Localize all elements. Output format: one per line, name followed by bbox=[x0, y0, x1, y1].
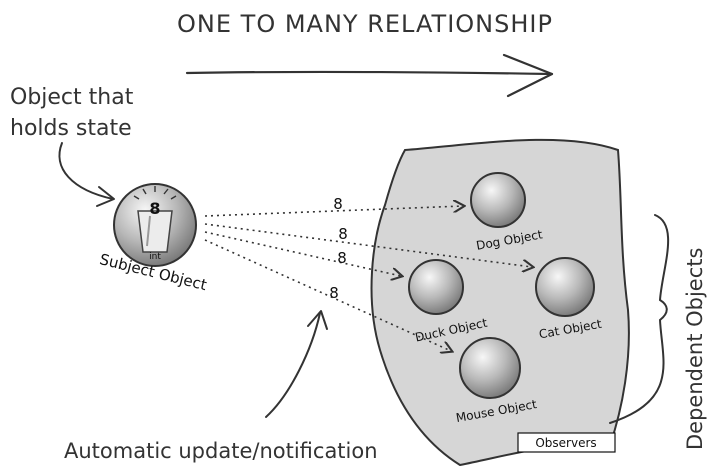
duck-value-label: 8 bbox=[337, 249, 347, 267]
dog-sphere bbox=[470, 172, 526, 228]
title-arrow bbox=[185, 70, 554, 76]
observers-box bbox=[517, 432, 616, 453]
state-note-line1: Object that bbox=[10, 85, 134, 110]
update-note: Automatic update/notification bbox=[64, 439, 378, 463]
update-arrow-cat bbox=[204, 223, 532, 267]
subject-object: 8 int bbox=[113, 183, 197, 267]
subject-type: int bbox=[149, 252, 161, 262]
mouse-value-label: 8 bbox=[329, 284, 339, 302]
state-note-arrow-head bbox=[96, 186, 115, 207]
mouse-sphere bbox=[459, 337, 521, 399]
dog-value-label: 8 bbox=[333, 195, 343, 213]
cat-sphere bbox=[535, 257, 595, 317]
update-arrow-dog bbox=[204, 206, 463, 217]
dependents-brace bbox=[609, 214, 670, 424]
subject-value: 8 bbox=[149, 199, 160, 218]
subject-sparkle-icon bbox=[133, 186, 177, 200]
diagram-title: ONE TO MANY RELATIONSHIP bbox=[177, 10, 553, 38]
update-note-arrow-head bbox=[307, 310, 328, 330]
update-note-arrow bbox=[265, 312, 321, 418]
state-note-arrow bbox=[58, 142, 114, 200]
cat-value-label: 8 bbox=[338, 225, 348, 243]
duck-sphere bbox=[408, 259, 464, 315]
state-note-line2: holds state bbox=[10, 116, 132, 141]
observers-label: Observers bbox=[535, 436, 596, 450]
dependents-label: Dependent Objects bbox=[683, 248, 707, 450]
title-arrow-head bbox=[502, 53, 554, 98]
